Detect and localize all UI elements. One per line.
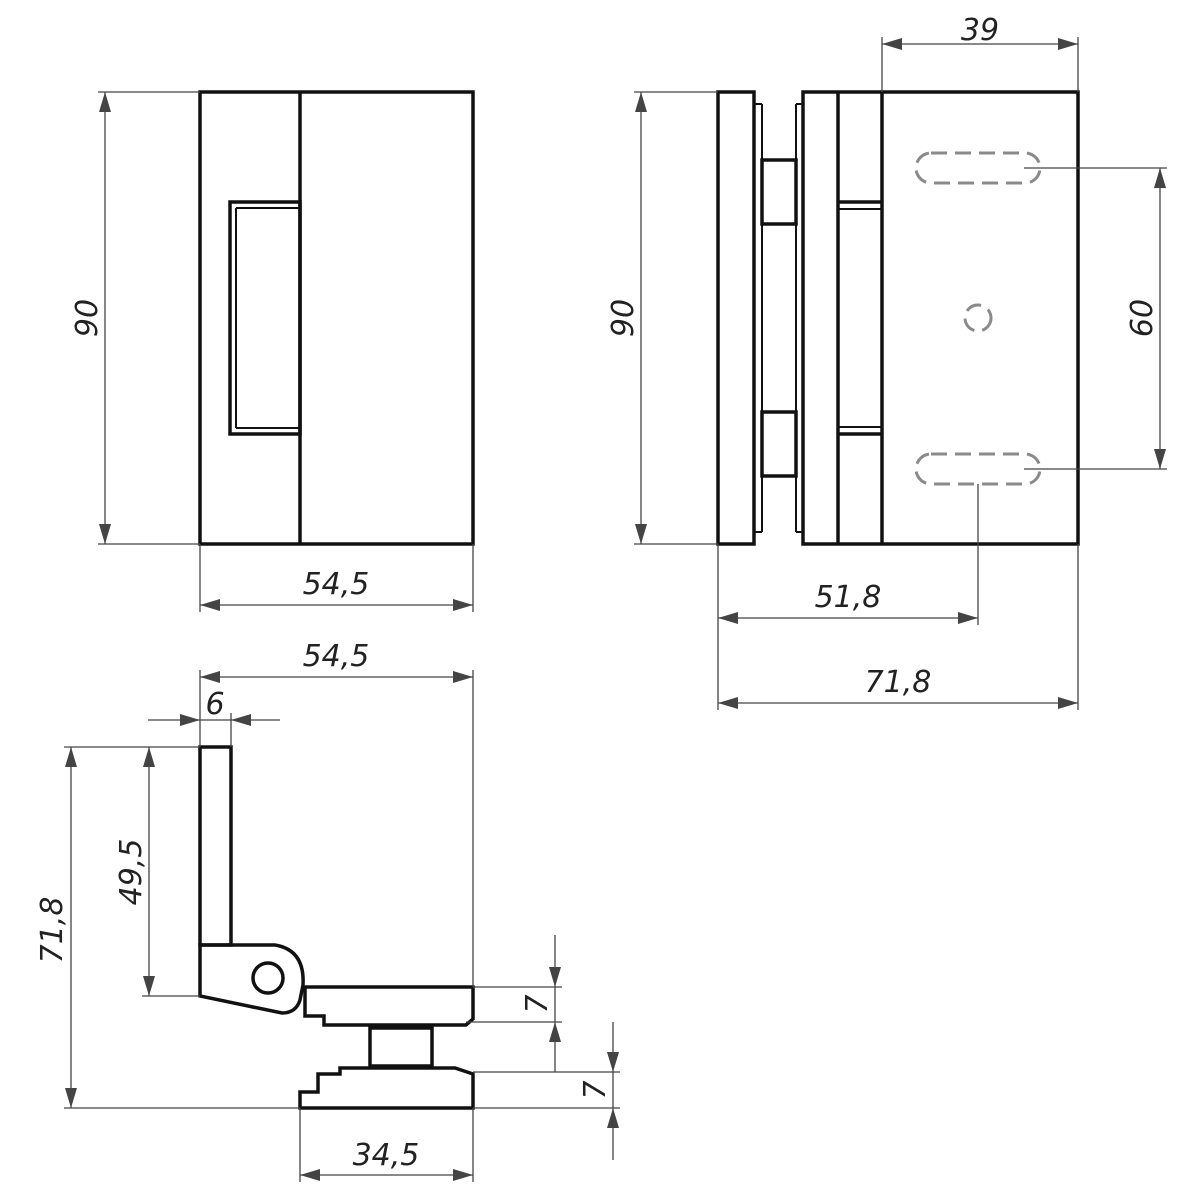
top-lower-7-arrow-bottom — [607, 1108, 619, 1128]
side-slot-arrow-top — [1154, 168, 1166, 188]
front-height-arrow-bottom — [99, 524, 111, 544]
front-width-arrow-left — [200, 599, 220, 611]
top-upper-7-dim-text: 7 — [520, 994, 555, 1013]
side-lower-slot-hidden — [914, 452, 1042, 486]
front-cutout — [228, 200, 302, 436]
top-lower-7-dim-text: 7 — [578, 1080, 613, 1099]
side-offset-arrow-left — [718, 612, 738, 624]
side-lower-spacer — [760, 410, 798, 478]
top-upper-plate — [303, 985, 475, 1027]
top-base-dim-text: 34,5 — [353, 1138, 420, 1173]
top-leaf-height-arrow-top — [143, 747, 155, 767]
top-view: 54,5 6 71,8 49,5 7 7 — [35, 639, 620, 1182]
top-total-arrow-left — [200, 671, 220, 683]
side-view: 90 39 60 51,8 71,8 — [606, 13, 1167, 710]
front-height-dim-text: 90 — [70, 299, 105, 337]
top-base-arrow-right — [453, 1169, 473, 1181]
side-total-dim-text: 71,8 — [865, 665, 932, 700]
side-top-arrow-right — [1058, 38, 1078, 50]
front-width-arrow-right — [453, 599, 473, 611]
top-vertical-leaf — [198, 745, 233, 947]
top-leaf-height-arrow-bottom — [143, 976, 155, 996]
side-height-arrow-top — [635, 92, 647, 112]
side-left-plate — [716, 90, 756, 546]
top-total-arrow-right — [453, 671, 473, 683]
top-pivot-pin — [251, 961, 285, 995]
side-top-dim-text: 39 — [961, 13, 999, 48]
top-lower-7-arrow-top — [607, 1052, 619, 1072]
top-knuckle-housing — [198, 943, 305, 1015]
front-view: 90 54,5 — [70, 90, 475, 612]
side-height-dim-text: 90 — [606, 299, 641, 337]
top-upper-7-arrow-bottom — [549, 1022, 561, 1042]
side-total-arrow-right — [1058, 697, 1078, 709]
top-total-dim-text: 54,5 — [303, 639, 370, 674]
side-slot-dim-text: 60 — [1125, 299, 1160, 337]
top-leaf-dim-text: 6 — [205, 687, 224, 722]
top-height-arrow-top — [65, 747, 77, 767]
side-height-arrow-bottom — [635, 524, 647, 544]
top-base-arrow-left — [300, 1169, 320, 1181]
top-leaf-height-dim-text: 49,5 — [114, 839, 149, 906]
side-body-outline — [801, 90, 1080, 546]
side-offset-dim-text: 51,8 — [815, 580, 882, 615]
side-slot-arrow-bottom — [1154, 449, 1166, 469]
side-center-hole-hidden — [963, 303, 993, 333]
top-upper-7-arrow-top — [549, 967, 561, 987]
top-lower-plate — [298, 1066, 475, 1110]
side-total-arrow-left — [718, 697, 738, 709]
top-height-arrow-bottom — [65, 1088, 77, 1108]
top-height-dim-text: 71,8 — [35, 897, 70, 964]
side-upper-slot-hidden — [914, 151, 1042, 185]
side-offset-arrow-right — [958, 612, 978, 624]
side-upper-spacer — [760, 158, 798, 226]
front-height-arrow-top — [99, 92, 111, 112]
top-leaf-arrow-left — [180, 714, 200, 726]
top-leaf-arrow-right — [231, 714, 251, 726]
front-body-outline — [198, 90, 475, 546]
top-bolt — [368, 1026, 434, 1068]
side-top-arrow-left — [882, 38, 902, 50]
front-width-dim-text: 54,5 — [303, 567, 370, 602]
